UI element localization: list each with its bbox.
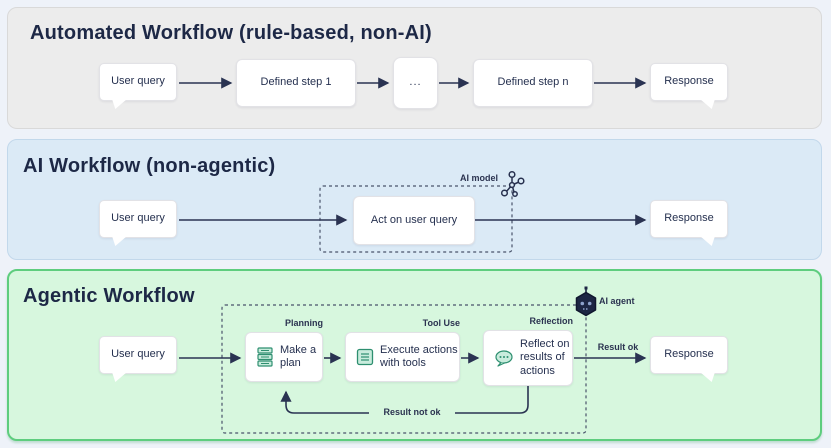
user-query-label: User query [111, 212, 165, 225]
response-bubble-agentic: Response [650, 336, 728, 382]
result-not-ok-label: Result not ok [369, 407, 455, 418]
bubble-tail [112, 99, 127, 109]
tools-list-icon [356, 348, 374, 366]
user-query-label: User query [111, 75, 165, 88]
defined-step-1-box: Defined step 1 [236, 59, 356, 107]
make-a-plan-box: Make a plan [245, 332, 323, 382]
ai-workflow-title: AI Workflow (non-agentic) [23, 155, 276, 177]
response-label: Response [664, 75, 714, 88]
execute-actions-label: Execute actions with tools [380, 343, 458, 369]
bubble-tail [700, 372, 715, 382]
reflect-box: Reflect on results of actions [483, 330, 573, 386]
response-label: Response [664, 348, 714, 361]
bubble-tail [112, 372, 127, 382]
execute-actions-box: Execute actions with tools [345, 332, 460, 382]
defined-step-n-label: Defined step n [497, 76, 569, 89]
make-a-plan-label: Make a plan [280, 343, 317, 369]
user-query-bubble-ai: User query [99, 200, 177, 246]
agentic-workflow-title: Agentic Workflow [23, 285, 195, 307]
defined-step-n-box: Defined step n [473, 59, 593, 107]
ellipsis-label: ... [409, 76, 422, 89]
response-bubble-automated: Response [650, 63, 728, 109]
user-query-label: User query [111, 348, 165, 361]
act-on-user-query-label: Act on user query [370, 213, 458, 226]
reflect-label: Reflect on results of actions [520, 338, 570, 377]
ai-agent-icon [571, 286, 601, 320]
tool-use-label: Tool Use [422, 318, 460, 328]
reflection-label: Reflection [529, 316, 573, 326]
user-query-bubble-agentic: User query [99, 336, 177, 382]
response-label: Response [664, 212, 714, 225]
bubble-tail [700, 99, 715, 109]
plan-stack-icon [256, 347, 274, 367]
act-on-user-query-box: Act on user query [353, 196, 475, 245]
ai-agent-label: AI agent [599, 296, 635, 306]
defined-step-1-label: Defined step 1 [260, 76, 332, 89]
result-ok-label: Result ok [597, 342, 639, 352]
thought-bubble-icon [494, 349, 514, 368]
bubble-tail [700, 236, 715, 246]
ai-model-icon [497, 169, 527, 199]
ai-model-label: AI model [459, 173, 498, 183]
planning-label: Planning [285, 318, 323, 328]
ellipsis-box: ... [393, 57, 438, 109]
bubble-tail [112, 236, 127, 246]
response-bubble-ai: Response [650, 200, 728, 246]
user-query-bubble-automated: User query [99, 63, 177, 109]
automated-workflow-title: Automated Workflow (rule-based, non-AI) [30, 22, 432, 44]
